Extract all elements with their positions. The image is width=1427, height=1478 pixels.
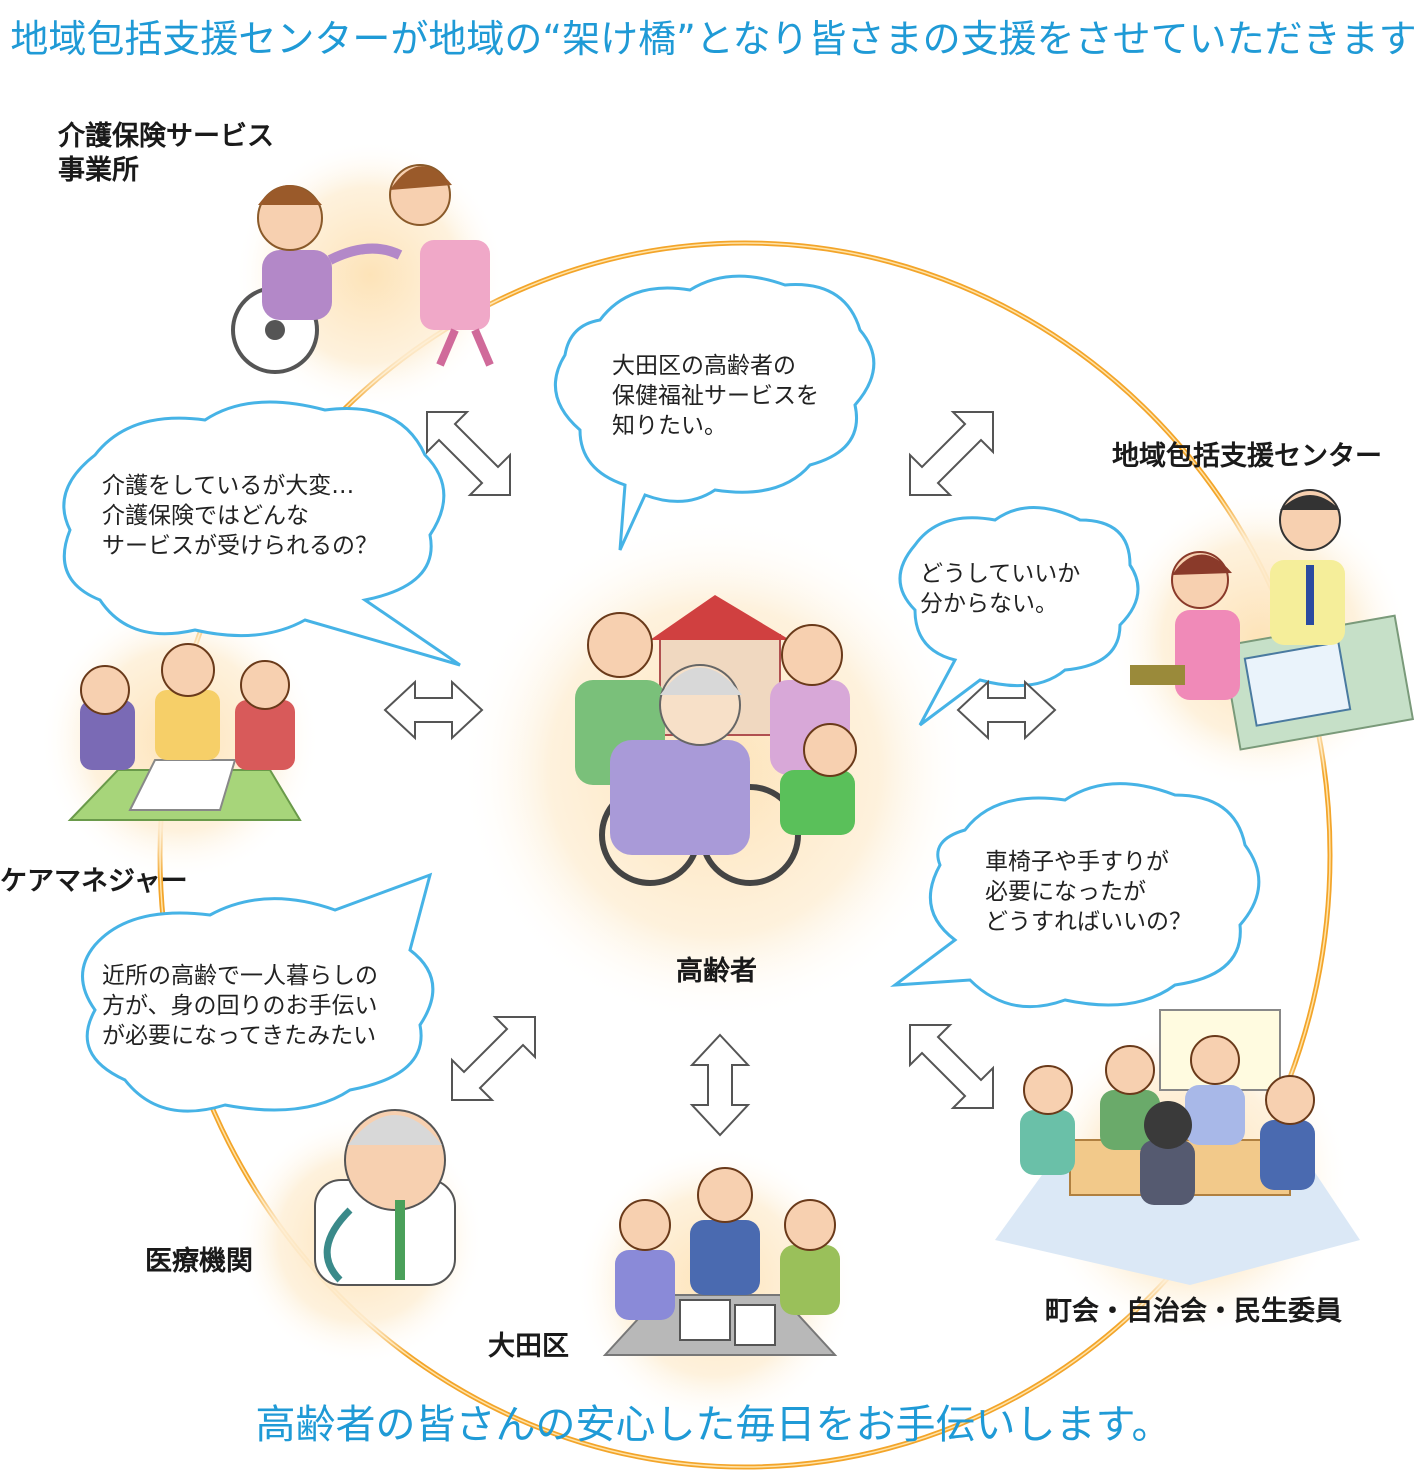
bubble-left-top-shape [62,400,461,667]
bubble-top-center-line1: 大田区の高齢者の [612,353,796,379]
bubble-top-center-line2: 保健福祉サービスを [612,382,819,409]
kaigo-service-illustration-icon [231,164,494,374]
bubble-left-top: 介護をしているが大変… 介護保険ではどんな サービスが受けられるの？ [102,472,378,562]
bubble-right-top: どうしていいか 分からない。 [920,560,1080,620]
arrow-bottom-left [451,1016,536,1101]
label-iryou: 医療機関 [145,1246,253,1277]
footer-slogan: 高齢者の皆さんの安心した毎日をお手伝いします。 [255,1402,1172,1448]
cloud-bubble-icon [62,274,1261,1113]
double-arrow-icon [383,411,1057,1137]
chiiki-center-illustration-icon [1130,489,1415,751]
bubble-left-bottom-line2: 方が、身の回りのお手伝い [102,992,378,1019]
label-otaku: 大田区 [488,1331,569,1362]
bubble-left-bottom-line1: 近所の高齢で一人暮らしの [102,963,378,989]
label-chounai: 町会・自治会・民生委員 [1045,1296,1342,1327]
bubble-top-center-shape [553,274,876,551]
label-kaigo-service-line1: 介護保険サービス [58,121,274,152]
arrow-top-right [909,411,994,496]
bubble-left-top-line3: サービスが受けられるの？ [102,532,378,559]
label-kaigo-service-line2: 事業所 [58,154,139,186]
bubble-right-bottom-line2: 必要になったが [985,878,1146,905]
bubble-left-bottom: 近所の高齢で一人暮らしの 方が、身の回りのお手伝い が必要になってきたみたい [102,962,378,1052]
arrow-left-mid [383,679,484,741]
koureisha-illustration-icon [575,595,857,886]
bubble-right-bottom: 車椅子や手すりが 必要になったが どうすればいいの？ [985,848,1192,938]
bubble-left-bottom-shape [81,872,435,1113]
bubble-right-top-line1: どうしていいか [920,561,1081,587]
iryou-illustration-icon [314,1109,456,1286]
arrow-bottom-right [909,1024,994,1109]
bubble-right-top-shape [898,506,1140,727]
bubble-top-center-line3: 知りたい。 [612,412,727,439]
bubble-top-center: 大田区の高齢者の 保健福祉サービスを 知りたい。 [612,352,819,442]
bubble-left-top-line2: 介護保険ではどんな [102,502,309,529]
label-care-manager: ケアマネジャー [0,866,188,897]
bubble-right-bottom-shape [890,782,1261,1009]
arrow-top-left [426,411,511,496]
bubble-left-bottom-line3: が必要になってきたみたい [102,1022,377,1049]
bubble-right-bottom-line3: どうすればいいの？ [985,908,1192,935]
label-kaigo-service: 介護保険サービス 事業所 [58,120,274,188]
bubble-right-top-line2: 分からない。 [920,590,1058,617]
label-chiiki-center: 地域包括支援センター [1112,441,1382,472]
bubble-right-bottom-line1: 車椅子や手すりが [985,849,1169,875]
arrow-bottom-center [689,1033,751,1137]
chounai-illustration-icon [995,1009,1360,1285]
care-manager-illustration-icon [67,643,302,821]
bubble-left-top-line1: 介護をしているが大変… [102,473,355,499]
label-koureisha: 高齢者 [676,956,757,987]
otaku-illustration-icon [602,1167,840,1356]
arrow-right-mid [956,679,1057,741]
header-title: 地域包括支援センターが地域の“架け橋”となり皆さまの支援をさせていただきます [10,17,1417,61]
